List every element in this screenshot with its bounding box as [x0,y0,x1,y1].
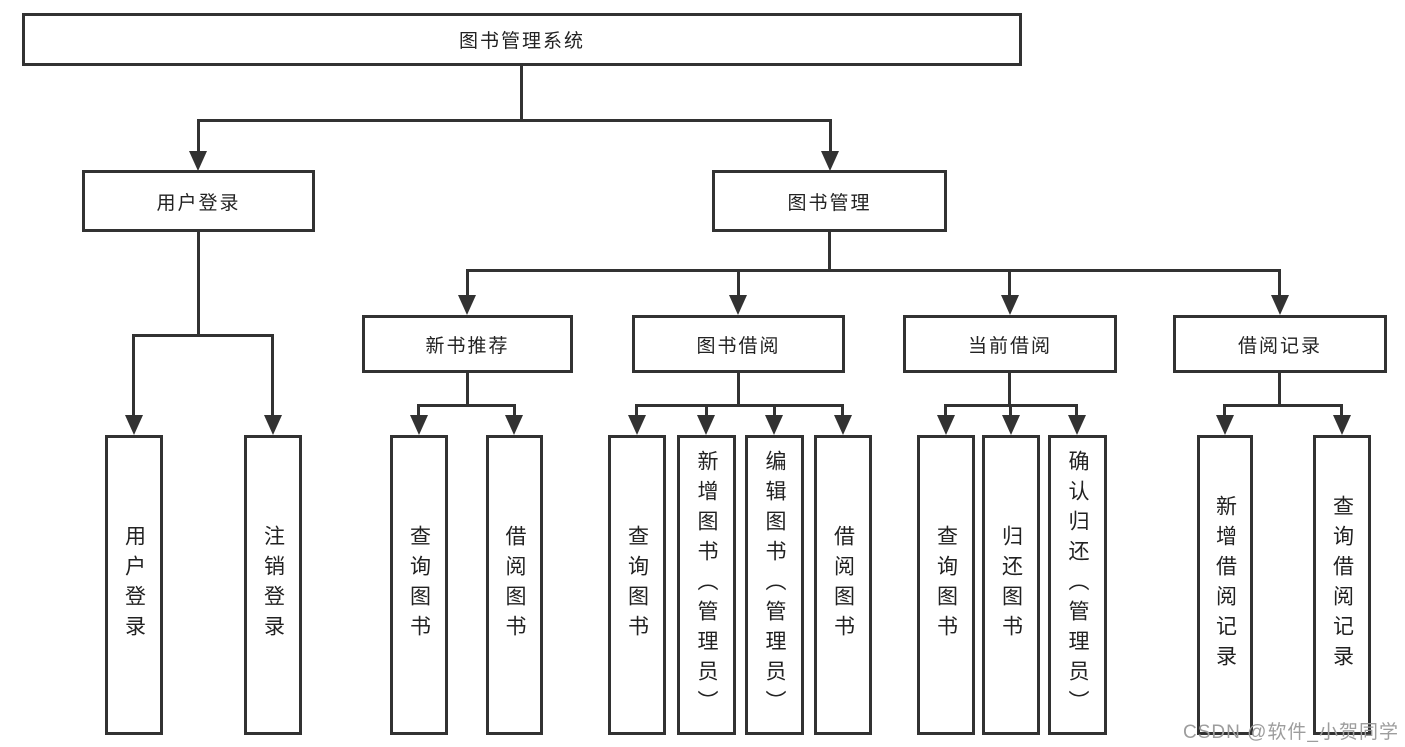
node-label: 借阅记录 [1237,335,1322,357]
leaf-confirm-return-admin: 确认归还（管理员） [1048,435,1107,735]
connector-line [466,373,469,407]
connector-line [705,404,708,417]
connector-line [132,334,135,417]
leaf-add-borrow-record: 新增借阅记录 [1197,435,1253,735]
leaf-query-books-borrowing: 查询图书 [608,435,666,735]
leaf-logout: 注销登录 [244,435,302,735]
arrowhead-down-icon [821,151,839,171]
arrowhead-down-icon [1216,415,1234,435]
node-label: 借阅图书 [831,525,855,645]
arrowhead-down-icon [1271,295,1289,315]
arrowhead-down-icon [1002,415,1020,435]
node-label: 归还图书 [999,525,1023,645]
node-new-book-recommendation: 新书推荐 [362,315,573,373]
leaf-query-books-recommend: 查询图书 [390,435,448,735]
leaf-user-login: 用户登录 [105,435,163,735]
connector-line [828,232,831,272]
leaf-return-books: 归还图书 [982,435,1040,735]
connector-line [197,119,200,155]
arrowhead-down-icon [834,415,852,435]
node-label: 借阅图书 [503,525,526,645]
connector-line [737,269,740,297]
arrowhead-down-icon [937,415,955,435]
leaf-borrow-books: 借阅图书 [814,435,872,735]
arrowhead-down-icon [1001,295,1019,315]
arrowhead-down-icon [458,295,476,315]
connector-line [520,64,523,122]
connector-line [773,404,776,417]
node-borrowing-records: 借阅记录 [1173,315,1387,373]
connector-line [1340,404,1343,417]
connector-line [1224,404,1342,407]
connector-line [737,373,740,407]
node-book-borrowing: 图书借阅 [632,315,845,373]
node-label: 查询图书 [407,525,431,645]
node-label: 查询借阅记录 [1330,495,1354,675]
leaf-query-borrow-record: 查询借阅记录 [1313,435,1371,735]
node-label: 注销登录 [261,525,285,645]
arrowhead-down-icon [729,295,747,315]
leaf-query-books-current: 查询图书 [917,435,975,735]
connector-line [1008,373,1011,407]
connector-line [1008,269,1011,297]
node-label: 新增借阅记录 [1213,495,1237,675]
node-library-management-system: 图书管理系统 [22,13,1022,66]
connector-line [1223,404,1226,417]
connector-line [197,119,832,122]
connector-line [466,269,1281,272]
node-label: 用户登录 [156,192,241,214]
arrowhead-down-icon [628,415,646,435]
leaf-borrow-books-recommend: 借阅图书 [486,435,543,735]
csdn-watermark: CSDN @软件_小贺同学 [1183,722,1399,743]
node-book-management: 图书管理 [712,170,947,232]
arrowhead-down-icon [765,415,783,435]
node-label: 编辑图书（管理员） [763,450,786,720]
arrowhead-down-icon [125,415,143,435]
arrowhead-down-icon [697,415,715,435]
connector-line [513,404,516,417]
leaf-add-books-admin: 新增图书（管理员） [677,435,736,735]
connector-line [1009,404,1012,417]
connector-line [197,232,200,336]
arrowhead-down-icon [189,151,207,171]
node-label: 查询图书 [625,525,649,645]
node-user-login: 用户登录 [82,170,315,232]
connector-line [271,334,274,417]
connector-line [944,404,947,417]
arrowhead-down-icon [264,415,282,435]
connector-line [841,404,844,417]
connector-line [133,334,274,337]
node-label: 图书管理系统 [458,31,585,52]
node-label: 查询图书 [934,525,958,645]
leaf-edit-books-admin: 编辑图书（管理员） [745,435,804,735]
connector-line [418,404,516,407]
connector-line [1278,269,1281,297]
node-label: 图书借阅 [696,335,781,357]
arrowhead-down-icon [410,415,428,435]
node-label: 图书管理 [787,192,872,214]
arrowhead-down-icon [505,415,523,435]
node-label: 当前借阅 [967,335,1052,357]
connector-line [1278,373,1281,407]
node-label: 确认归还（管理员） [1066,450,1089,720]
node-label: 新增图书（管理员） [695,450,718,720]
arrowhead-down-icon [1068,415,1086,435]
connector-line [466,269,469,297]
node-label: 用户登录 [122,525,146,645]
connector-line [417,404,420,417]
connector-line [635,404,638,417]
arrowhead-down-icon [1333,415,1351,435]
connector-line [1075,404,1078,417]
node-current-borrowing: 当前借阅 [903,315,1117,373]
node-label: 新书推荐 [425,335,510,357]
connector-line [829,119,832,155]
connector-line [636,404,844,407]
